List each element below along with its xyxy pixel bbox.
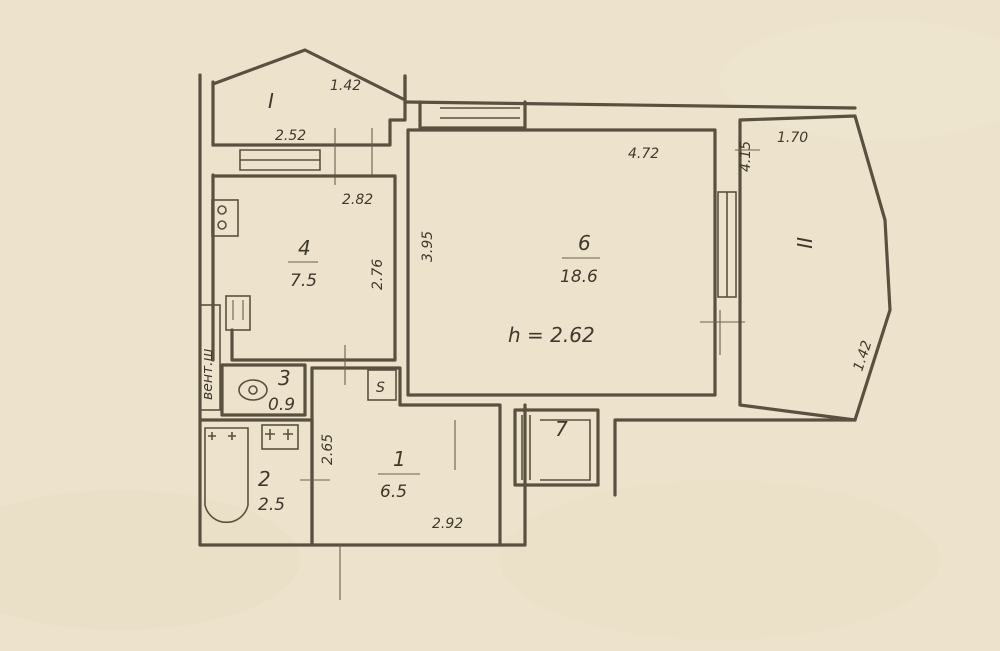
dim-hall-depth: 2.65 [320, 434, 336, 465]
corridor-wall [613, 418, 857, 497]
dim-b1-top: 1.42 [330, 78, 361, 94]
kitchen-room-4 [211, 174, 397, 362]
room-2-area: 2.5 [258, 495, 285, 515]
balcony-1 [211, 48, 407, 185]
balcony-2-label: II [792, 237, 816, 249]
room-4-number: 4 [298, 236, 311, 260]
living-room-6 [406, 128, 745, 397]
ceiling-height: h = 2.62 [508, 323, 595, 347]
room-2-number: 2 [258, 467, 271, 491]
dim-room6-depth: 3.95 [420, 231, 436, 262]
closet-label: S [376, 380, 385, 396]
balcony-1-label: I [268, 89, 274, 113]
storage-room-7 [513, 408, 600, 487]
room-6-area: 18.6 [560, 267, 598, 287]
room-1-number: 1 [393, 447, 406, 471]
toilet-room-3 [220, 363, 307, 417]
room-3-number: 3 [278, 366, 291, 390]
dim-hall-width: 2.92 [432, 516, 463, 532]
room-6-number: 6 [578, 231, 591, 255]
dim-b2-top: 1.70 [777, 130, 808, 146]
dim-kitchen-width: 2.82 [342, 192, 373, 208]
room-labels: I 4 7.5 6 18.6 h = 2.62 II 3 0.9 2 2.5 1… [200, 89, 816, 515]
balcony-2 [735, 114, 892, 422]
vent-shaft-label: вент.ш [200, 348, 216, 400]
dim-b1-bottom: 2.52 [275, 128, 306, 144]
dim-kitchen-depth: 2.76 [370, 259, 386, 290]
room-4-area: 7.5 [290, 271, 317, 291]
paper-texture [0, 20, 1000, 640]
hall-room-1 [300, 345, 502, 600]
room-7-number: 7 [555, 417, 568, 441]
room-1-area: 6.5 [380, 482, 407, 502]
vent-shaft [199, 304, 221, 411]
dim-room6-width: 4.72 [628, 146, 659, 162]
dim-b2-left: 4.15 [738, 141, 754, 172]
room-3-area: 0.9 [268, 395, 295, 415]
